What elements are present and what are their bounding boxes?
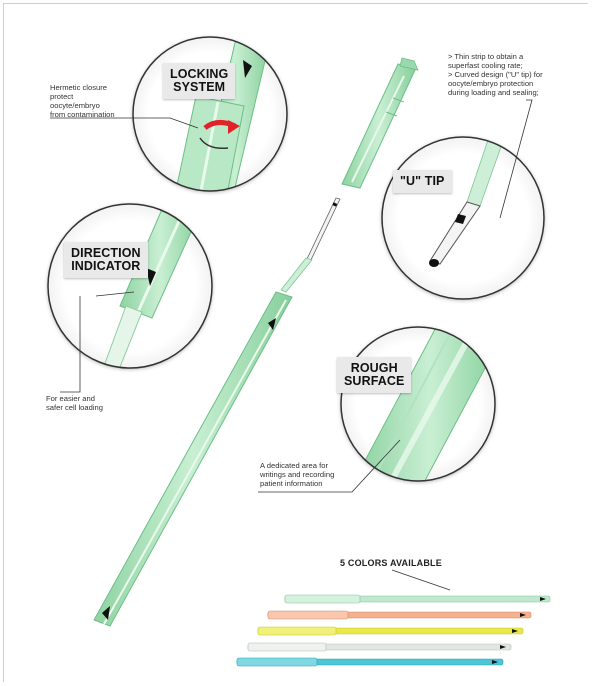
straw-green (284, 594, 551, 604)
note-line: oocyte/embryo protection (448, 79, 534, 88)
direction-indicator-label: DIRECTION INDICATOR (64, 242, 148, 278)
straw-body (93, 291, 293, 627)
note-line: safer cell loading (46, 403, 103, 412)
note-line: For easier and (46, 394, 95, 403)
locking-system-label: LOCKING SYSTEM (163, 63, 236, 99)
rough-surface-label: ROUGH SURFACE (337, 357, 412, 393)
note-line: from contamination (50, 110, 115, 119)
note-line: during loading and sealing; (448, 88, 539, 97)
colors-available-title: 5 COLORS AVAILABLE (340, 558, 442, 568)
thin-strip (280, 197, 341, 293)
note-line: Hermetic closure (50, 83, 107, 92)
straw-blue (236, 657, 504, 667)
straw-orange (267, 610, 532, 620)
color-variants (236, 594, 551, 667)
leader-lines (50, 99, 533, 591)
direction-indicator-zoom (47, 203, 213, 369)
rough-surface-note: A dedicated area for writings and record… (260, 461, 334, 488)
u-tip-note: > Thin strip to obtain a superfast cooli… (448, 52, 543, 97)
locking-system-zoom (132, 36, 288, 192)
straw-yellow (257, 626, 524, 636)
note-line: patient information (260, 479, 323, 488)
straw-white (247, 642, 512, 652)
note-line: superfast cooling rate; (448, 61, 523, 70)
page-border (3, 3, 588, 682)
u-tip-zoom (381, 136, 545, 300)
note-line: > Curved design ("U" tip) for (448, 70, 543, 79)
note-line: > Thin strip to obtain a (448, 52, 524, 61)
note-line: A dedicated area for (260, 461, 328, 470)
note-line: writings and recording (260, 470, 335, 479)
hermetic-closure-note: Hermetic closure protect oocyte/embryo f… (50, 83, 115, 119)
direction-note: For easier and safer cell loading (46, 394, 103, 412)
note-line: oocyte/embryo (50, 101, 100, 110)
u-tip-label: "U" TIP (393, 170, 452, 193)
note-line: protect (50, 92, 74, 101)
straw-cap (341, 57, 419, 189)
rough-surface-zoom (340, 326, 496, 482)
